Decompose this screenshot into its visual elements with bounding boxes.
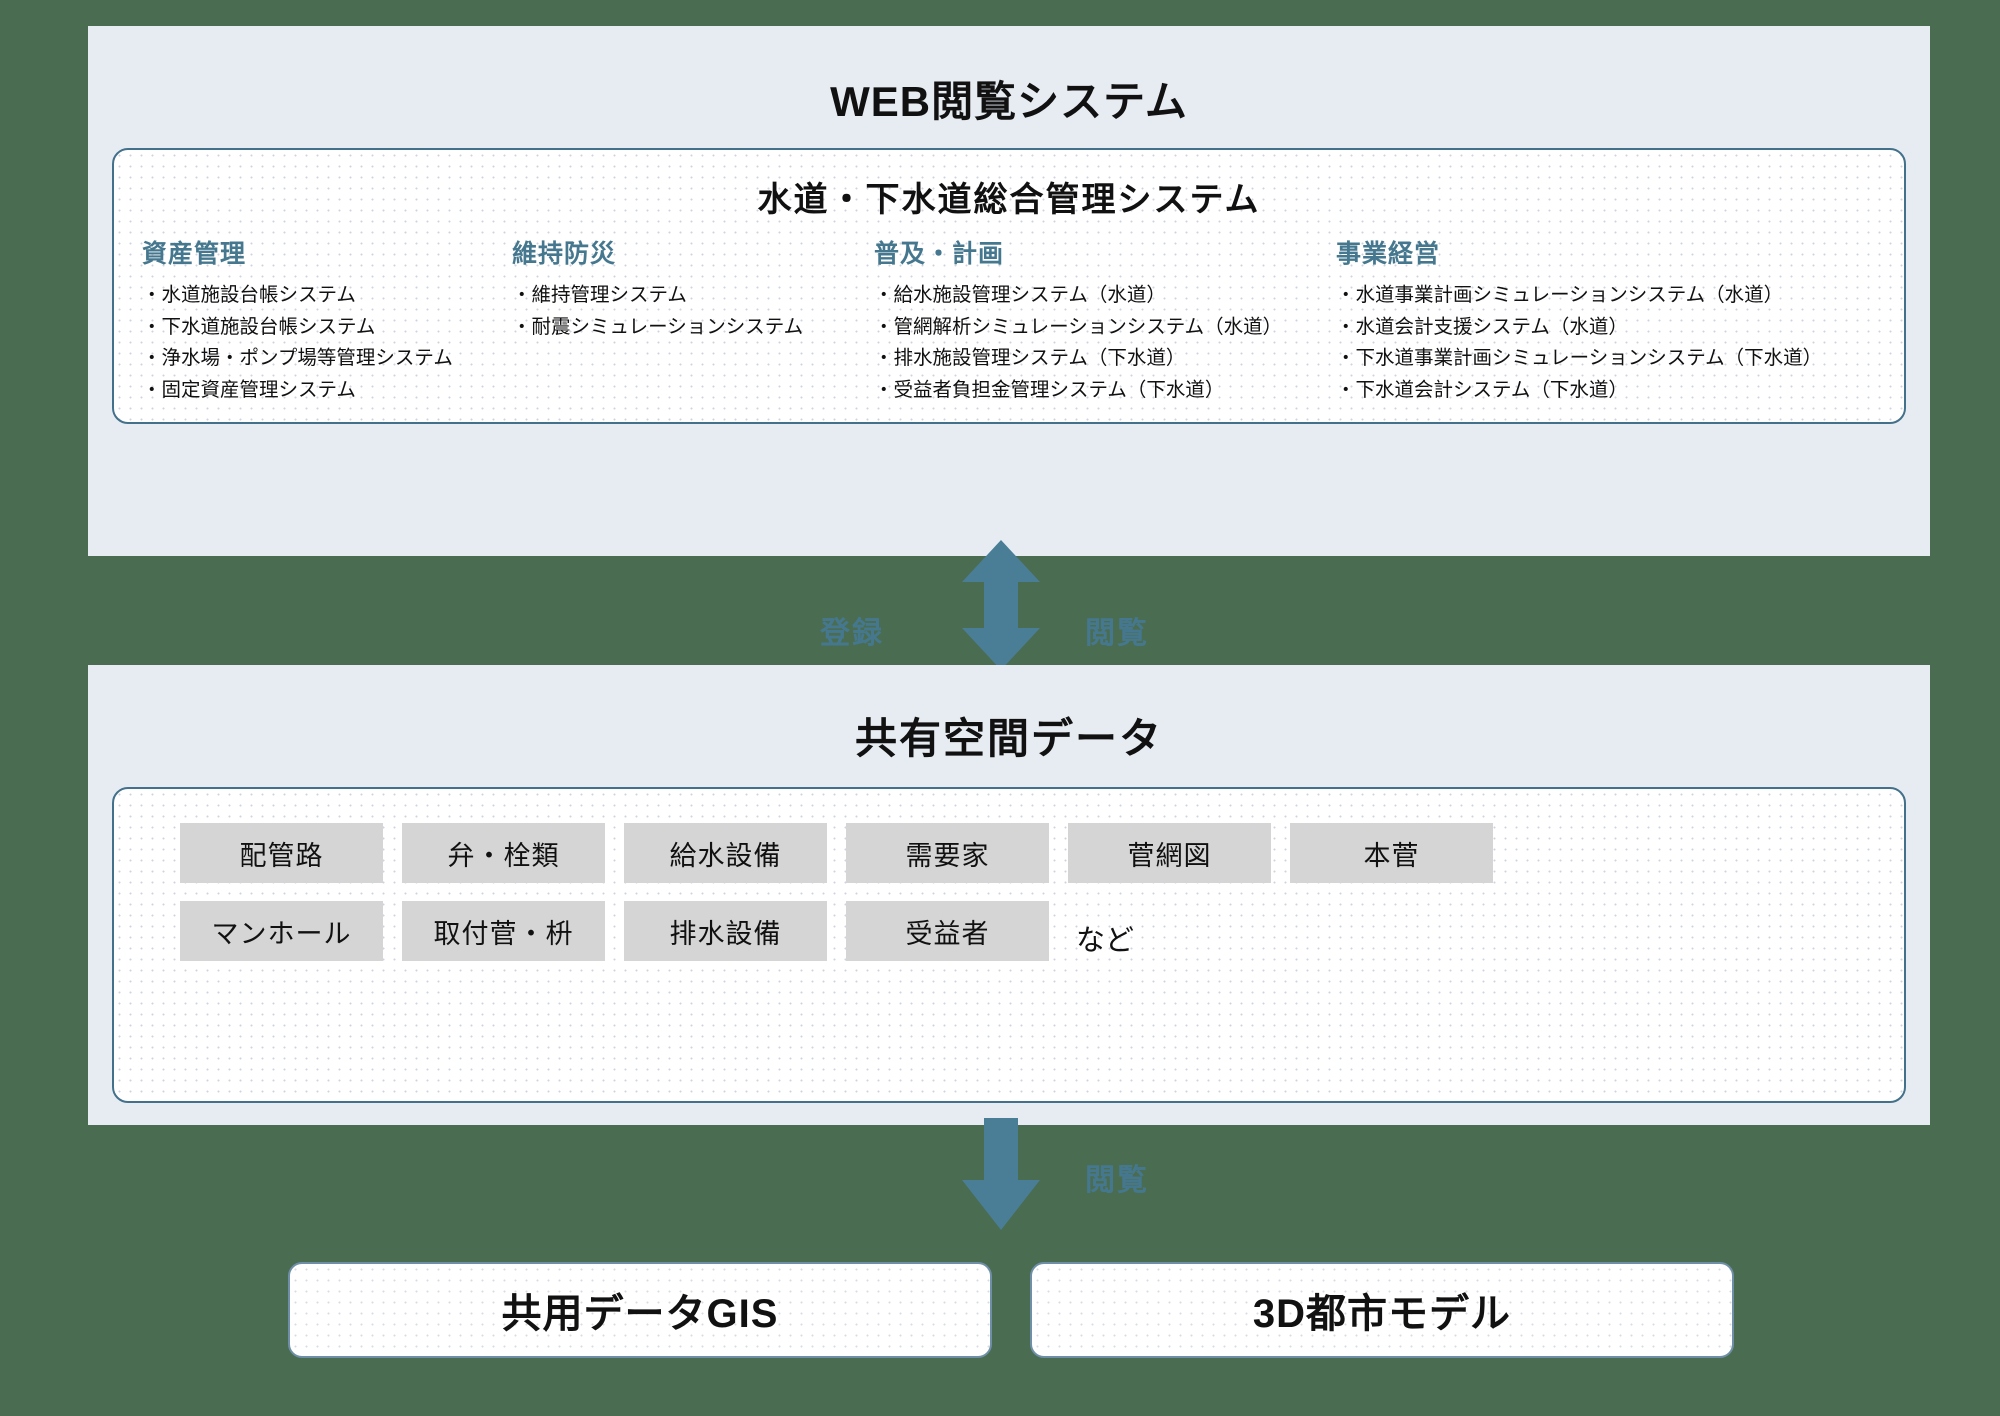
data-tag[interactable]: 弁・栓類 [402,823,605,883]
list-item: ・下水道会計システム（下水道） [1336,378,1628,401]
system-list: ・水道事業計画シミュレーションシステム（水道） ・水道会計支援システム（水道） … [1336,280,1896,406]
shared-spatial-data-panel: 共有空間データ 配管路 弁・栓類 給水設備 需要家 菅網図 本菅 マンホール 取… [88,665,1930,1125]
data-tag[interactable]: 配管路 [180,823,383,883]
data-tag[interactable]: 給水設備 [624,823,827,883]
list-item: ・下水道事業計画シミュレーションシステム（下水道） [1336,347,1823,370]
list-item: ・維持管理システム [512,284,687,306]
tag-grid: 配管路 弁・栓類 給水設備 需要家 菅網図 本菅 マンホール 取付菅・枡 排水設… [180,823,1884,979]
column-maintenance-disaster: 維持防災 ・維持管理システム ・耐震シミュレーションシステム [512,234,874,406]
tag-row: マンホール 取付菅・枡 排水設備 受益者 など [180,901,1884,961]
data-tag[interactable]: 菅網図 [1068,823,1271,883]
data-tag[interactable]: 取付菅・枡 [402,901,605,961]
integrated-management-system-card: 水道・下水道総合管理システム 資産管理 ・水道施設台帳システム ・下水道施設台帳… [112,148,1906,424]
data-tag[interactable]: 排水設備 [624,901,827,961]
list-item: ・給水施設管理システム（水道） [874,284,1166,306]
data-tag[interactable]: マンホール [180,901,383,961]
tag-row: 配管路 弁・栓類 給水設備 需要家 菅網図 本菅 [180,823,1884,883]
data-tag[interactable]: 本菅 [1290,823,1493,883]
column-business-management: 事業経営 ・水道事業計画シミュレーションシステム（水道） ・水道会計支援システム… [1336,234,1896,406]
list-item: ・水道会計支援システム（水道） [1336,315,1628,338]
system-list: ・維持管理システム ・耐震シミュレーションシステム [512,280,874,343]
double-headed-vertical-arrow-icon [962,540,1040,670]
shared-data-gis-button[interactable]: 共用データGIS [288,1262,992,1358]
list-item: ・浄水場・ポンプ場等管理システム [142,347,453,370]
section-title: 共有空間データ [854,715,1163,762]
connector-label-register: 登録 [820,617,884,650]
connector-label-view-top: 閲覧 [1085,617,1149,650]
column-asset-management: 資産管理 ・水道施設台帳システム ・下水道施設台帳システム ・浄水場・ポンプ場等… [114,234,512,406]
list-item: ・排水施設管理システム（下水道） [874,347,1186,370]
list-item: ・耐震シミュレーションシステム [512,315,804,338]
system-list: ・給水施設管理システム（水道） ・管網解析シミュレーションシステム（水道） ・排… [874,280,1336,406]
system-column-group: 資産管理 ・水道施設台帳システム ・下水道施設台帳システム ・浄水場・ポンプ場等… [114,234,1904,406]
page-title: WEB閲覧システム [830,78,1188,125]
list-item: ・水道事業計画シミュレーションシステム（水道） [1336,284,1784,306]
down-arrow-icon [962,1118,1040,1230]
column-heading: 維持防災 [512,240,617,268]
etc-label: など [1076,925,1135,957]
spatial-data-tag-card: 配管路 弁・栓類 給水設備 需要家 菅網図 本菅 マンホール 取付菅・枡 排水設… [112,787,1906,1103]
list-item: ・下水道施設台帳システム [142,315,376,338]
3d-city-model-button[interactable]: 3D都市モデル [1030,1262,1734,1358]
column-heading: 資産管理 [142,240,247,268]
system-list: ・水道施設台帳システム ・下水道施設台帳システム ・浄水場・ポンプ場等管理システ… [142,280,512,406]
card-title: 水道・下水道総合管理システム [757,181,1261,219]
connector-label-view-bottom: 閲覧 [1085,1164,1149,1197]
column-diffusion-planning: 普及・計画 ・給水施設管理システム（水道） ・管網解析シミュレーションシステム（… [874,234,1336,406]
column-heading: 事業経営 [1336,240,1441,268]
column-heading: 普及・計画 [874,240,1005,268]
web-viewing-system-panel: WEB閲覧システム 水道・下水道総合管理システム 資産管理 ・水道施設台帳システ… [88,26,1930,556]
list-item: ・受益者負担金管理システム（下水道） [874,378,1225,401]
list-item: ・水道施設台帳システム [142,284,356,306]
data-tag[interactable]: 需要家 [846,823,1049,883]
list-item: ・管網解析シミュレーションシステム（水道） [874,315,1283,338]
list-item: ・固定資産管理システム [142,378,356,401]
data-tag[interactable]: 受益者 [846,901,1049,961]
